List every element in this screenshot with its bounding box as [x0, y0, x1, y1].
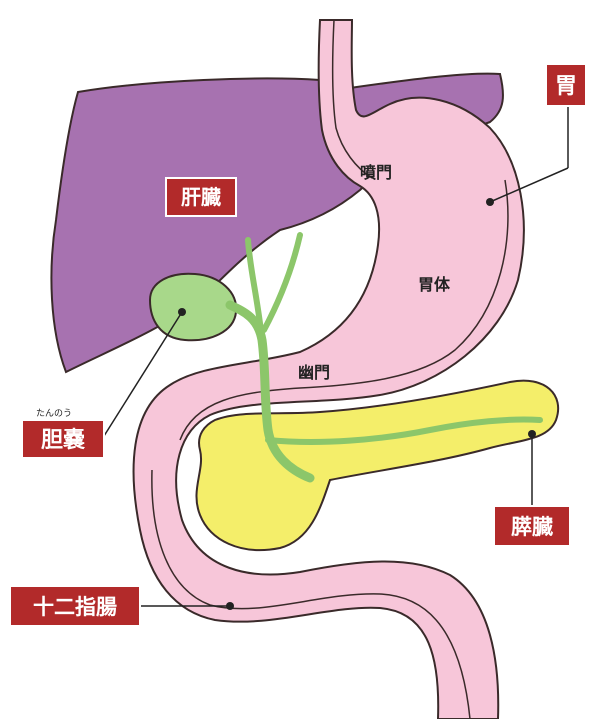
label-pancreas: 膵臓	[511, 515, 553, 539]
stomach-leader-dot	[486, 198, 494, 206]
region-label-body: 胃体	[418, 275, 451, 294]
label-duodenum: 十二指腸	[33, 595, 117, 619]
pancreas-leader-dot	[528, 430, 536, 438]
label-stomach: 胃	[555, 74, 577, 99]
region-label-pylorus: 幽門	[298, 363, 330, 382]
gallbladder-leader-dot	[178, 308, 186, 316]
label-gallbladder: 胆嚢	[41, 428, 85, 453]
region-label-cardia: 噴門	[360, 163, 392, 182]
duodenum-leader-dot	[226, 602, 234, 610]
label-liver: 肝臓	[181, 185, 221, 209]
hepatic-duct-right	[264, 235, 300, 330]
gallbladder-shape	[150, 274, 236, 341]
label-gallbladder-ruby: たんのう	[36, 408, 72, 419]
